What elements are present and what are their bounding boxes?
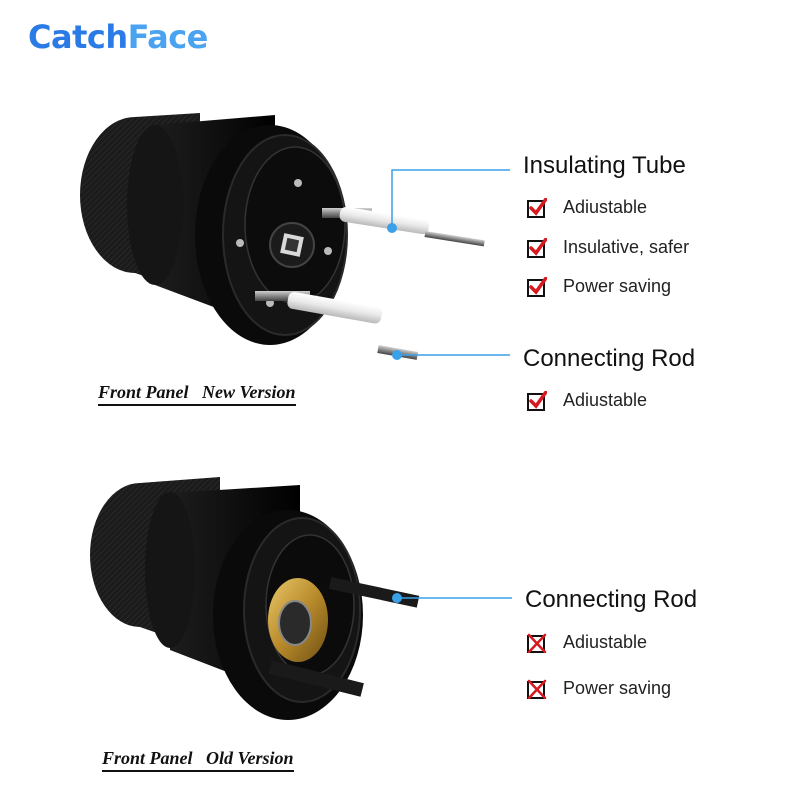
checkmark-icon xyxy=(527,390,547,411)
new-version-caption: Front Panel New Version xyxy=(98,382,296,406)
new-connecting-rod-heading: Connecting Rod xyxy=(523,345,696,372)
feature-label: Adiustable xyxy=(563,197,648,217)
insulating-tube-feature: Power saving xyxy=(527,276,671,297)
cross-icon xyxy=(527,633,547,653)
old-version-product-image xyxy=(90,477,420,720)
feature-label: Adiustable xyxy=(563,390,648,410)
insulating-tube-heading: Insulating Tube xyxy=(523,152,686,179)
old-connecting-rod-heading: Connecting Rod xyxy=(525,586,698,613)
feature-label: Power saving xyxy=(563,678,672,698)
brand-logo-part2: Face xyxy=(127,18,209,56)
old-version-caption: Front Panel Old Version xyxy=(102,748,294,772)
new-version-product-image xyxy=(80,113,485,360)
old-connecting-rod-feature: Adiustable xyxy=(527,632,647,653)
brand-logo-part1: Catch xyxy=(28,18,128,56)
checkmark-icon xyxy=(527,197,547,218)
feature-label: Insulative, safer xyxy=(563,237,690,257)
old-connecting-rod-feature: Power saving xyxy=(527,678,671,699)
feature-label: Power saving xyxy=(563,276,672,296)
cross-icon xyxy=(527,679,547,699)
checkmark-icon xyxy=(527,237,547,258)
new-connecting-rod-feature: Adiustable xyxy=(527,390,647,411)
brand-logo: CatchFace xyxy=(28,18,208,56)
feature-label: Adiustable xyxy=(563,632,648,652)
insulating-tube-feature: Adiustable xyxy=(527,197,647,218)
checkmark-icon xyxy=(527,276,547,297)
insulating-tube-feature: Insulative, safer xyxy=(527,237,689,258)
